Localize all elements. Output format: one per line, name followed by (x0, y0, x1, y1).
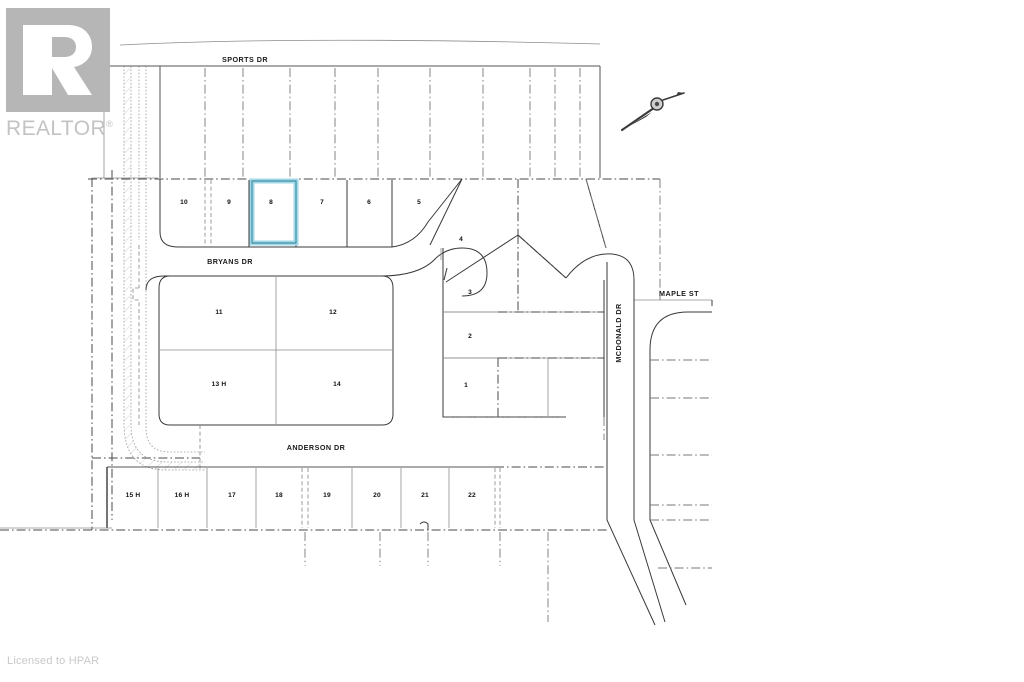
central-lot-block (158, 275, 394, 426)
lot-label: 19 (323, 492, 331, 499)
lot-label: 10 (180, 199, 188, 206)
lot-label: 16 H (175, 492, 190, 499)
mcdonald-dr-roadway (606, 262, 666, 626)
street-label-maple-st: MAPLE ST (659, 289, 699, 298)
lot-label: 4 (459, 236, 463, 243)
lot-label: 5 (417, 199, 421, 206)
rail-corridor (123, 66, 205, 471)
highlighted-lot-8[interactable] (249, 178, 299, 246)
lot-label: 9 (227, 199, 231, 206)
sports-dr-edge (104, 39, 601, 67)
lot-label: 14 (333, 381, 341, 388)
lot-label: 1 (464, 382, 468, 389)
north-arrow-icon (620, 92, 685, 132)
lot-label: 21 (421, 492, 429, 499)
anderson-dr-row (0, 425, 607, 622)
street-label-mcdonald-dr: MCDONALD DR (614, 303, 623, 363)
lot-label: 20 (373, 492, 381, 499)
street-label-sports-dr: SPORTS DR (222, 55, 268, 64)
street-label-anderson-dr: ANDERSON DR (287, 443, 346, 452)
lot-label: 7 (320, 199, 324, 206)
cul-de-sac-lots (429, 178, 712, 440)
lot-label: 18 (275, 492, 283, 499)
north-lot-block (159, 66, 601, 178)
lot-label: 17 (228, 492, 236, 499)
lot-number-labels: 1 2 3 4 5 6 7 8 9 10 11 12 13 H 14 15 H … (126, 199, 476, 499)
license-footer: Licensed to HPAR (7, 655, 100, 667)
bryans-north-lots (159, 178, 463, 248)
lot-label: 13 H (212, 381, 227, 388)
lot-label: 2 (468, 333, 472, 340)
lot-label-highlighted: 8 (269, 199, 273, 206)
lot-label: 3 (468, 289, 472, 296)
maple-st-and-east-lots (649, 300, 713, 606)
street-labels: SPORTS DR BRYANS DR ANDERSON DR MAPLE ST… (207, 55, 699, 452)
lot-label: 6 (367, 199, 371, 206)
lot-label: 11 (215, 309, 223, 316)
street-label-bryans-dr: BRYANS DR (207, 257, 253, 266)
lot-label: 15 H (126, 492, 141, 499)
lot-label: 12 (329, 309, 337, 316)
lot-label: 22 (468, 492, 476, 499)
